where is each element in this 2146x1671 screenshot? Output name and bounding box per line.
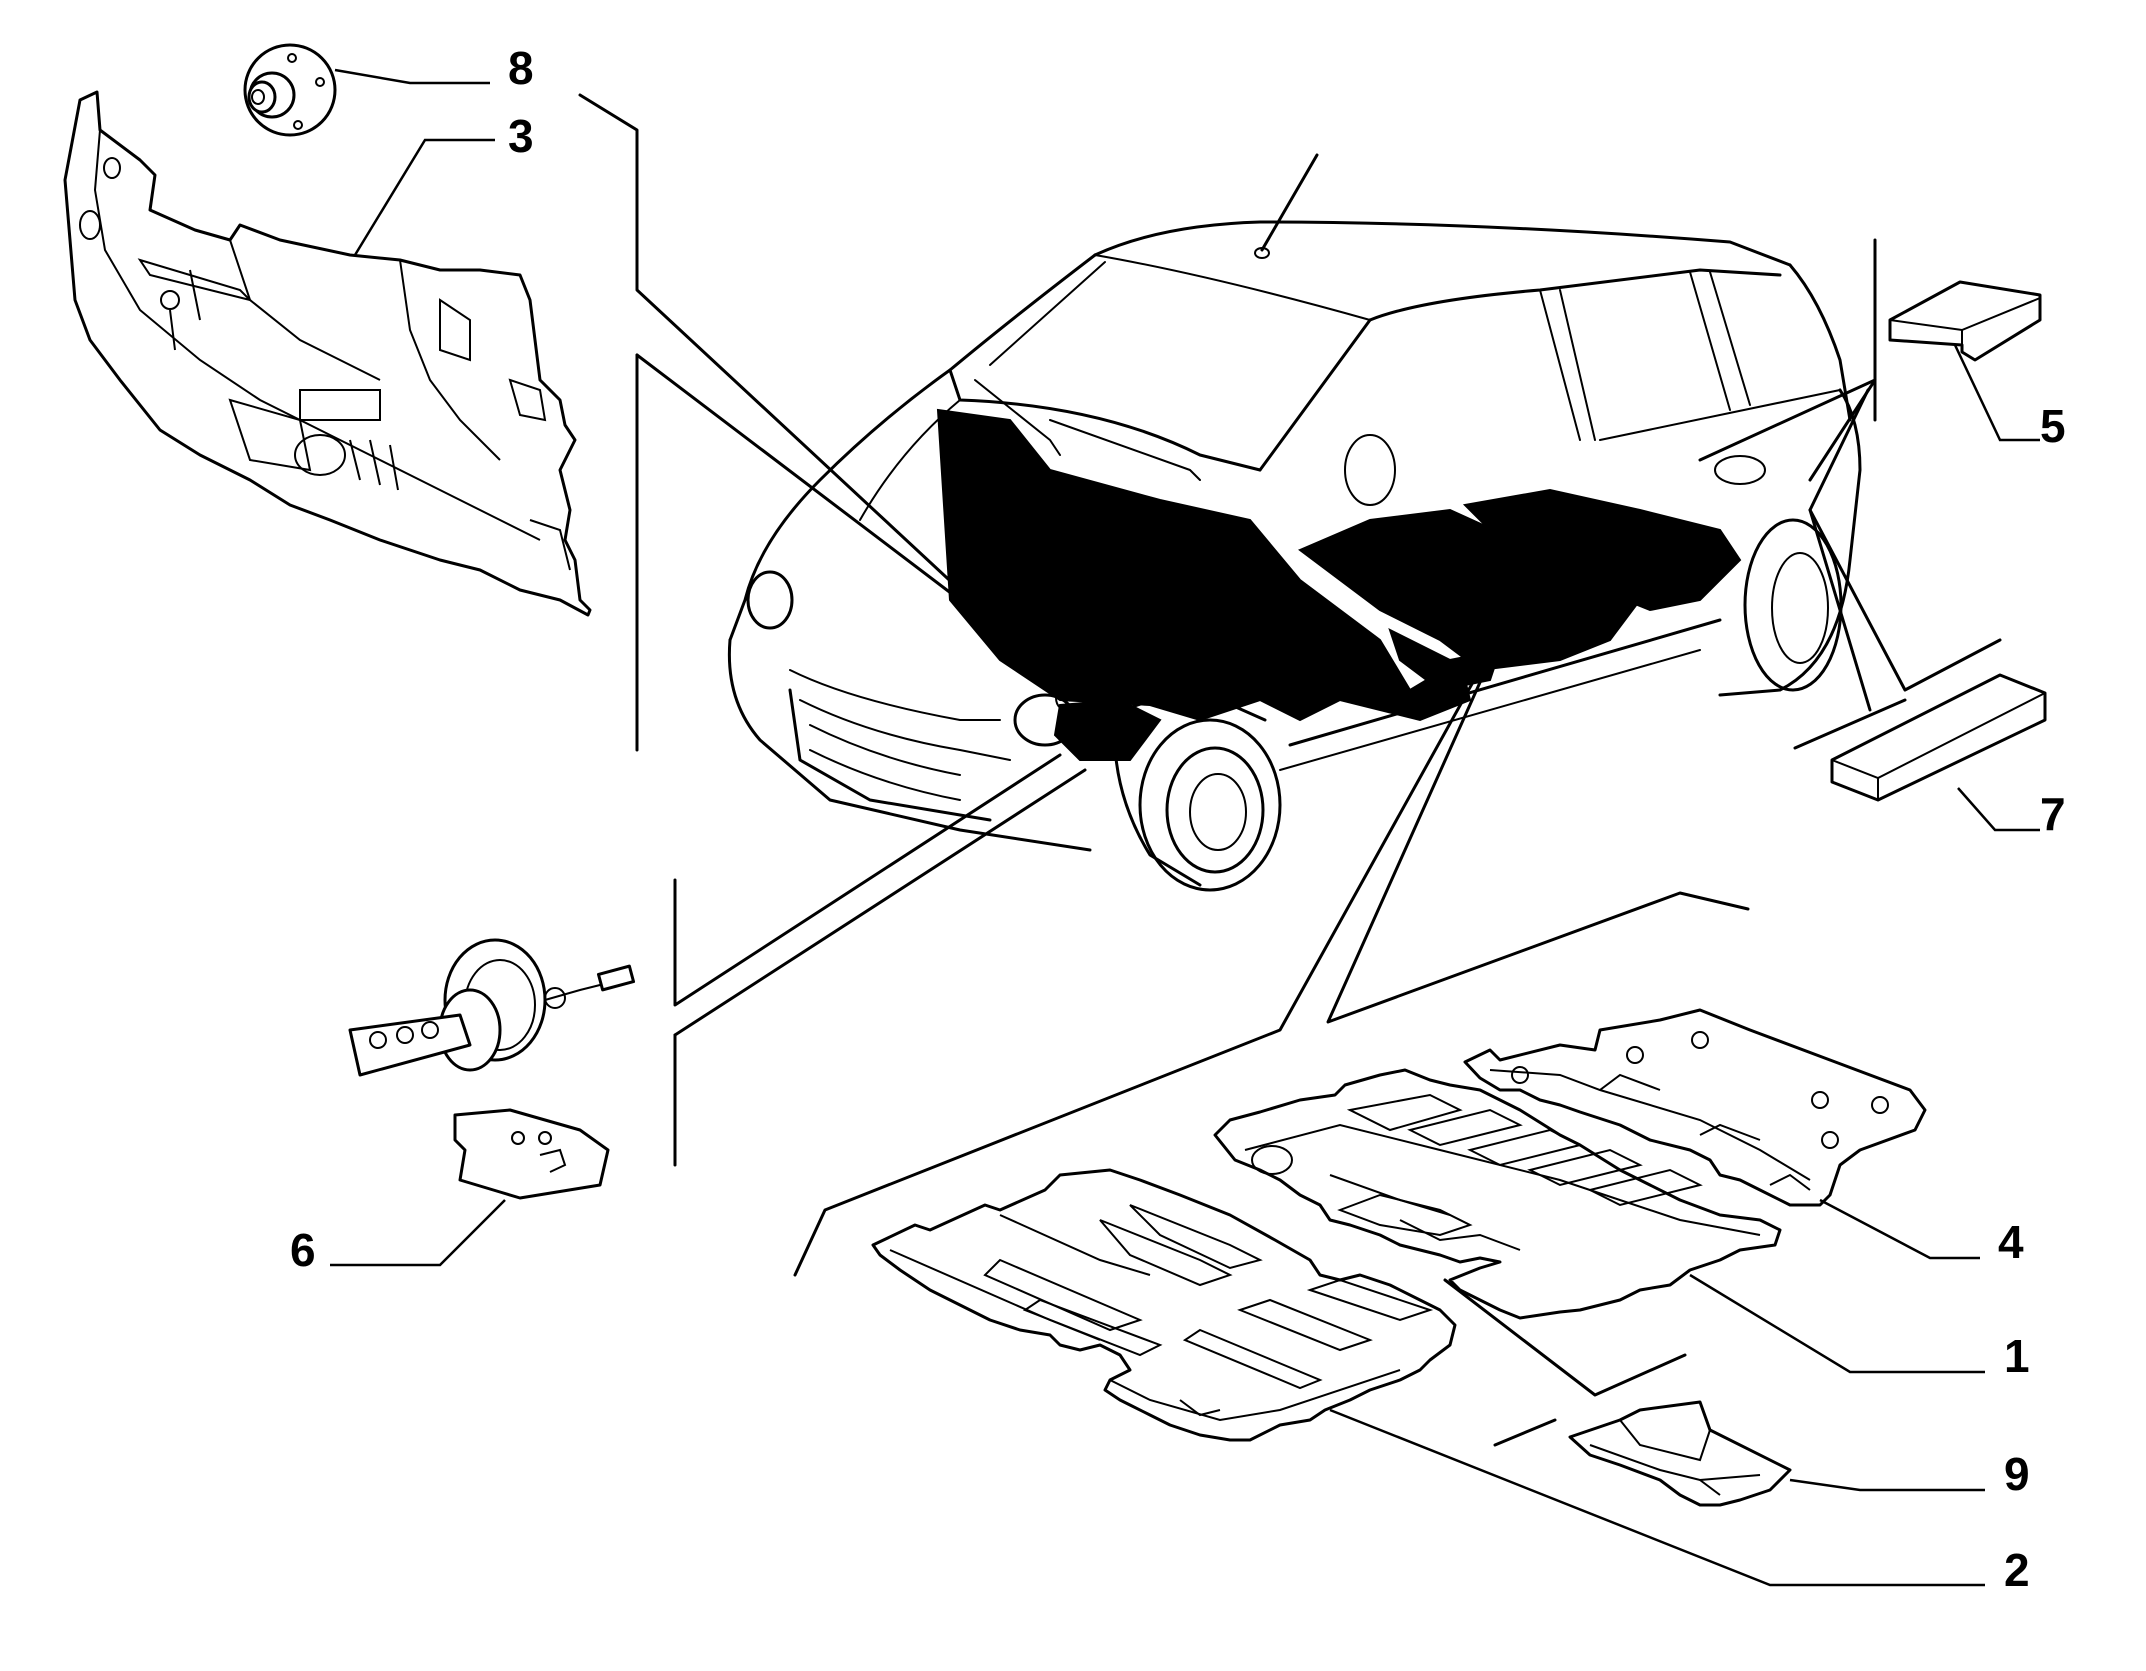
leader-lines (330, 68, 2040, 1587)
vehicle-outline (727, 153, 1862, 892)
part-8-grommet (243, 43, 337, 137)
part-6-brake-booster-pad (348, 938, 636, 1200)
part-3-bulkhead-insulation (63, 90, 592, 617)
callout-1: 1 (2004, 1330, 2030, 1382)
part-9-small-pad (1568, 1400, 1792, 1507)
part-7-foam-strip (1830, 673, 2047, 802)
callout-8: 8 (508, 42, 534, 94)
callout-3: 3 (508, 110, 534, 162)
part-1-center-floor-mat (1213, 1068, 1782, 1320)
callout-9: 9 (2004, 1448, 2030, 1500)
part-2-front-floor-mat (871, 1168, 1457, 1442)
callout-6: 6 (290, 1224, 316, 1276)
installed-insulation-panels (936, 408, 1742, 761)
callout-4: 4 (1998, 1216, 2024, 1268)
callout-7: 7 (2040, 788, 2066, 840)
callout-labels: 8 3 5 7 6 4 1 9 2 (290, 42, 2066, 1596)
callout-2: 2 (2004, 1544, 2030, 1596)
callout-5: 5 (2040, 400, 2066, 452)
part-5-foam-block (1888, 280, 2042, 362)
part-4-rear-floor-panel (1463, 1008, 1927, 1207)
